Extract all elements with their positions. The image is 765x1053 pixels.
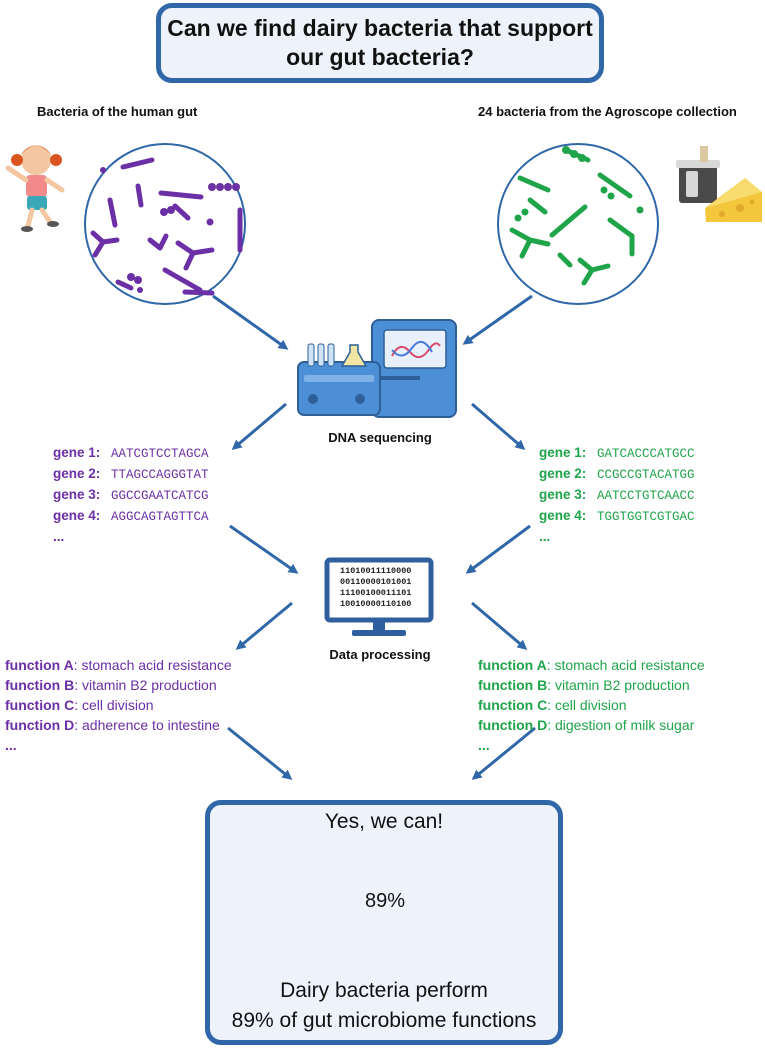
list-item: function A: stomach acid resistance: [5, 657, 232, 673]
binary-line: 11100100011101: [340, 588, 412, 598]
list-item: gene 4:TGGTGGTCGTGAC: [539, 508, 695, 524]
right-function-list: function A: stomach acid resistance func…: [478, 655, 705, 755]
list-ellipsis: ...: [478, 737, 490, 753]
list-item: gene 4:AGGCAGTAGTTCA: [53, 508, 209, 524]
result-box: [205, 800, 563, 1045]
binary-screen: 11010011110000 00110000101001 1110010001…: [340, 566, 411, 610]
list-item: function D: adherence to intestine: [5, 717, 220, 733]
list-ellipsis: ...: [5, 737, 17, 753]
child-icon: [5, 145, 65, 232]
result-heading: Yes, we can!: [324, 810, 444, 833]
list-item: gene 3:AATCCTGTCAACC: [539, 487, 695, 503]
right-gene-list: gene 1:GATCACCCATGCC gene 2:CCGCCGTACATG…: [539, 443, 695, 547]
left-heading: Bacteria of the human gut: [37, 104, 198, 119]
list-item: gene 2:TTAGCCAGGGTAT: [53, 466, 209, 482]
page-title: Can we find dairy bacteria that support …: [167, 15, 593, 70]
binary-line: 11010011110000: [340, 566, 412, 576]
list-item: gene 1:GATCACCCATGCC: [539, 445, 695, 461]
result-text-line-1: Dairy bacteria perform: [280, 979, 488, 1002]
right-heading: 24 bacteria from the Agroscope collectio…: [478, 104, 737, 119]
left-gene-list: gene 1:AATCGTCCTAGCA gene 2:TTAGCCAGGGTA…: [53, 443, 209, 547]
gut-bacteria-circle: [84, 143, 246, 305]
list-item: function C: cell division: [478, 697, 627, 713]
list-item: function C: cell division: [5, 697, 154, 713]
binary-line: 00110000101001: [340, 577, 412, 587]
list-item: gene 2:CCGCCGTACATGG: [539, 466, 695, 482]
binary-line: 10010000110100: [340, 599, 412, 609]
data-processing-label: Data processing: [329, 647, 431, 662]
list-item: function A: stomach acid resistance: [478, 657, 705, 673]
computer-icon: [324, 557, 434, 636]
list-item: gene 3:GGCCGAATCATCG: [53, 487, 209, 503]
title-box: Can we find dairy bacteria that support …: [156, 3, 604, 83]
dna-sequencing-label: DNA sequencing: [328, 430, 432, 445]
flow-arrows: [212, 294, 536, 780]
list-item: gene 1:AATCGTCCTAGCA: [53, 445, 209, 461]
left-function-list: function A: stomach acid resistance func…: [5, 655, 232, 755]
list-item: function B: vitamin B2 production: [5, 677, 217, 693]
dairy-bacteria-circle: [497, 143, 659, 305]
result-text: Dairy bacteria perform 89% of gut microb…: [205, 976, 563, 1036]
venn-value-label: 89%: [364, 890, 406, 912]
dairy-products-icon: [676, 146, 762, 222]
list-item: function B: vitamin B2 production: [478, 677, 690, 693]
list-item: function D: digestion of milk sugar: [478, 717, 695, 733]
dna-sequencer-icon: [297, 319, 457, 418]
list-ellipsis: ...: [539, 529, 551, 544]
result-text-line-2: 89% of gut microbiome functions: [231, 1009, 537, 1032]
list-ellipsis: ...: [53, 529, 65, 544]
